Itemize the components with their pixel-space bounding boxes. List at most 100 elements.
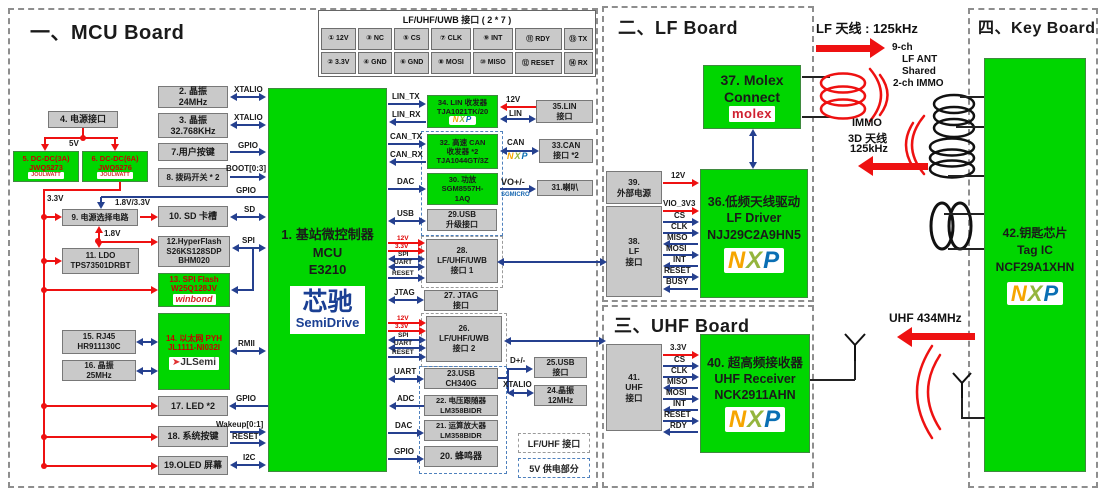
nxp-logo: NXP xyxy=(1006,280,1064,306)
label: 1. 基站微控制器 xyxy=(281,227,374,243)
arrowhead xyxy=(230,213,237,221)
label: W25Q128JV xyxy=(171,284,217,294)
arrowhead xyxy=(417,455,424,463)
connector-pin-grid: ① 12V ③ NC ⑤ CS ⑦ CLK ⑨ INT ⑪ RDY ⑬ TX ②… xyxy=(321,28,593,74)
signal-label: CLK xyxy=(671,222,688,231)
signal-label: SPI xyxy=(398,332,409,339)
label: 24MHz xyxy=(178,97,208,107)
label: 3. 晶振 xyxy=(178,114,207,125)
signal-label: GPIO xyxy=(394,447,415,456)
arrowhead xyxy=(507,389,514,397)
arrowhead xyxy=(389,118,396,126)
signal-label: RESET xyxy=(392,270,414,277)
signal-label: RESET xyxy=(664,410,691,419)
signal-label: JTAG xyxy=(394,288,415,297)
arrowhead xyxy=(419,100,426,108)
immo-antenna-arrow xyxy=(873,163,928,170)
label: E3210 xyxy=(308,262,347,278)
signal-label: MOSI xyxy=(666,388,687,397)
label: 5. DC-DC(3A) xyxy=(22,153,70,163)
wire xyxy=(230,442,260,444)
wire xyxy=(119,182,121,190)
arrowhead xyxy=(151,367,158,375)
junction-dot xyxy=(95,238,101,244)
wire xyxy=(388,277,419,279)
label: 41. xyxy=(628,371,640,382)
block-user-button: 7.用户按键 xyxy=(158,143,228,161)
wire xyxy=(236,96,260,98)
wire xyxy=(854,360,856,380)
signal-label: BUSY xyxy=(666,277,689,286)
wire xyxy=(114,139,116,145)
wire xyxy=(663,182,693,184)
label: 接口 1 xyxy=(450,265,474,275)
wire xyxy=(810,379,855,381)
block-sd-slot: 10. SD 卡槽 xyxy=(158,206,228,227)
signal-label: CLK xyxy=(671,366,688,375)
wire xyxy=(394,299,418,301)
nxp-p: P xyxy=(521,151,529,161)
pin-cell: ⑦ CLK xyxy=(431,28,471,50)
arrowhead xyxy=(388,296,395,304)
wire xyxy=(252,247,254,290)
label: LF xyxy=(628,246,640,257)
legend-lfuhf: LF/UHF 接口 xyxy=(518,433,590,453)
wire xyxy=(100,197,102,203)
lf-antenna-coil-icon xyxy=(819,72,867,120)
label: 9. 电源选择电路 xyxy=(71,212,129,222)
wire xyxy=(236,124,260,126)
label: TJA1021TK/20 xyxy=(436,107,489,117)
wire xyxy=(140,216,153,218)
signal-label: 3.3V xyxy=(395,243,409,250)
wire xyxy=(670,288,698,290)
arrowhead xyxy=(259,121,266,129)
label: 12MHz xyxy=(547,395,574,405)
arrowhead xyxy=(599,337,606,345)
label: 接口 2 xyxy=(452,343,476,353)
label: 接口 xyxy=(625,392,643,403)
lf-board-frame xyxy=(602,6,814,302)
signal-label: INT xyxy=(673,255,686,264)
signal-label: RMII xyxy=(238,339,255,348)
wire xyxy=(670,265,698,267)
wire xyxy=(394,266,419,268)
signal-label: I2C xyxy=(243,453,256,462)
arrowhead xyxy=(663,428,670,436)
uhf-arrow xyxy=(912,333,975,340)
arrowhead xyxy=(259,347,266,355)
mcu-board-title: 一、MCU Board xyxy=(30,22,185,44)
arrowhead xyxy=(418,239,425,247)
label: 11. LDO xyxy=(85,251,116,261)
lf-ant-note: 2-ch IMMO xyxy=(893,78,944,89)
wire xyxy=(396,161,426,163)
arrowhead xyxy=(136,338,143,346)
nxp-n: N xyxy=(1010,280,1028,306)
nxp-p: P xyxy=(764,406,782,434)
arrowhead xyxy=(532,147,539,155)
label: 22. 电压跟随器 xyxy=(435,396,486,406)
arrowhead xyxy=(95,226,103,233)
arrowhead xyxy=(692,251,699,259)
arrowhead xyxy=(897,327,912,347)
wire xyxy=(506,118,530,120)
arrowhead xyxy=(55,213,62,221)
wire xyxy=(388,250,419,252)
signal-label: VIO_3V3 xyxy=(663,199,696,208)
signal-label: UART xyxy=(394,367,417,376)
rf-waves-icon xyxy=(868,67,889,123)
wire xyxy=(507,369,509,393)
arrowhead xyxy=(418,274,425,282)
wire xyxy=(663,354,693,356)
signal-label: LIN_RX xyxy=(392,110,421,119)
semidrive-logo-en: SemiDrive xyxy=(295,315,360,331)
signal-label: UART xyxy=(394,340,413,347)
semidrive-logo-cn: 芯驰 xyxy=(302,287,353,316)
